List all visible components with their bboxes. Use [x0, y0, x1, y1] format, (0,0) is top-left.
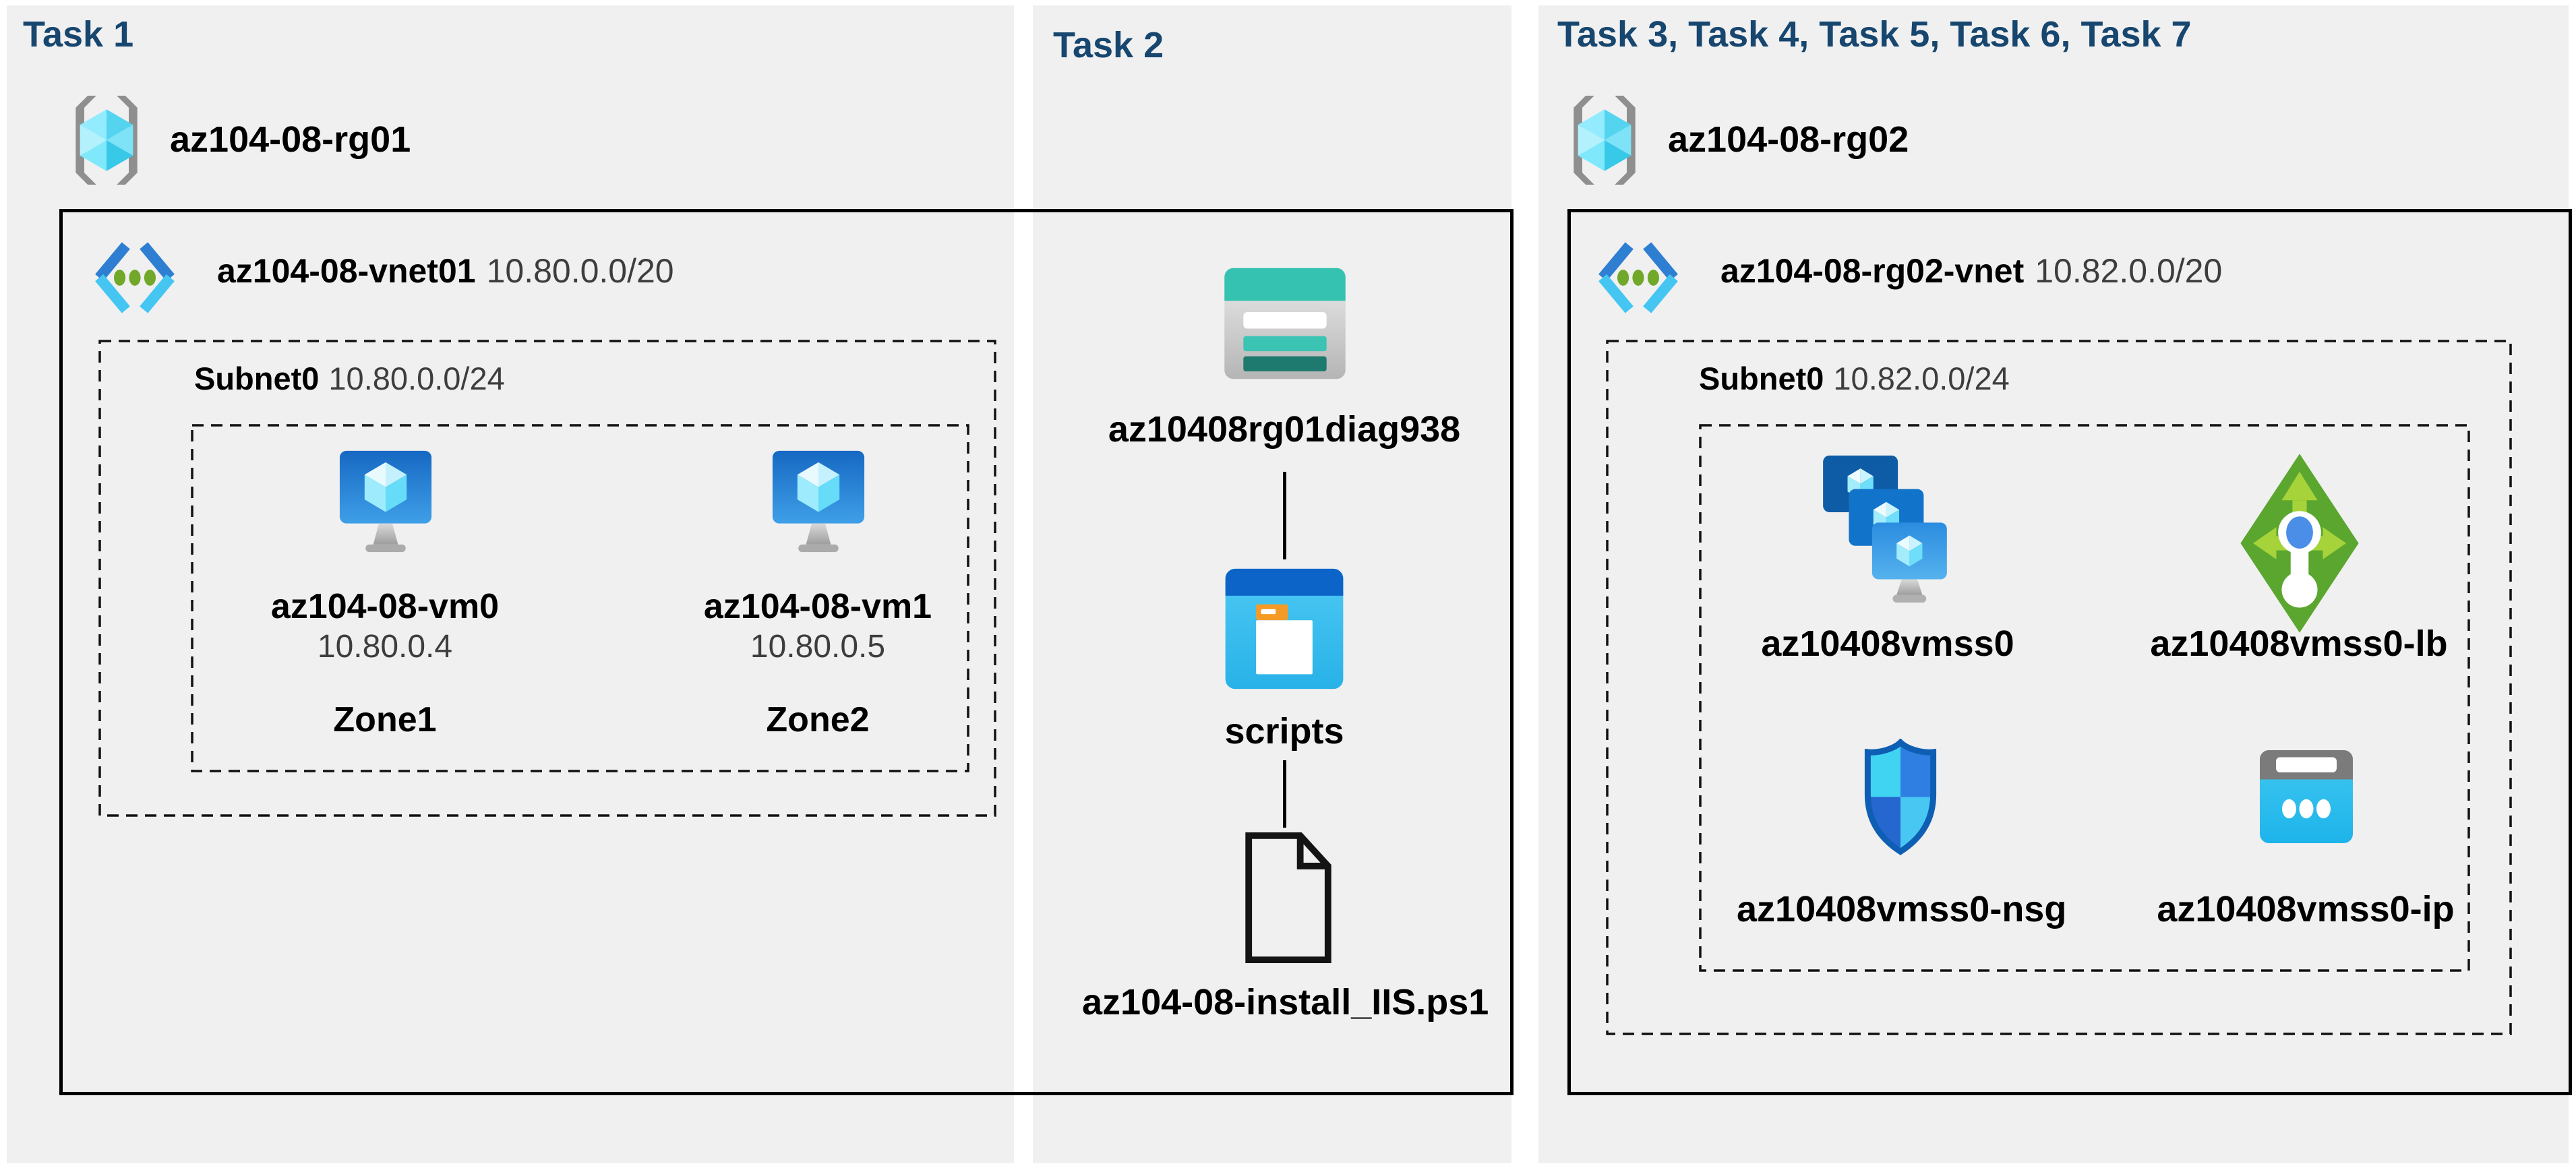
vmss-label: az10408vmss0 — [1761, 623, 2014, 664]
connector-scripts-to-file — [1283, 760, 1286, 828]
task1-title: Task 1 — [23, 14, 134, 55]
subnet0-rg02-label: Subnet0 10.82.0.0/24 — [1699, 361, 2010, 396]
install-iis-script-label: az104-08-install_IIS.ps1 — [1082, 982, 1489, 1022]
public-ip-label: az10408vmss0-ip — [2157, 889, 2455, 929]
public-ip-icon — [2256, 748, 2357, 845]
subnet0-rg01-cidr: 10.80.0.0/24 — [328, 361, 505, 396]
panel-task1 — [7, 5, 1014, 1163]
task2-title: Task 2 — [1053, 25, 1164, 65]
subnet0-rg01-name: Subnet0 — [194, 361, 320, 396]
vm1-zone: Zone2 — [766, 700, 870, 739]
rg02-vnet-boundary-box — [1567, 209, 2572, 1095]
virtual-network-icon — [1594, 240, 1683, 315]
rg02-vnet-cidr: 10.82.0.0/20 — [2035, 252, 2223, 290]
vm0-zone: Zone1 — [333, 700, 437, 739]
task3-7-title: Task 3, Task 4, Task 5, Task 6, Task 7 — [1557, 14, 2192, 55]
rg01-label: az104-08-rg01 — [170, 119, 411, 160]
rg02-label: az104-08-rg02 — [1668, 119, 1909, 160]
rg02-vnet-name: az104-08-rg02-vnet — [1720, 252, 2025, 290]
vm0-name: az104-08-vm0 — [270, 587, 500, 626]
vnet01-label: az104-08-vnet01 10.80.0.0/20 — [217, 253, 674, 289]
vnet01-boundary-box — [59, 209, 1514, 1095]
network-security-group-icon — [1858, 739, 1943, 855]
storage-account-icon — [1222, 266, 1348, 381]
resource-group-icon — [1561, 96, 1648, 185]
subnet0-rg02-cidr: 10.82.0.0/24 — [1833, 361, 2010, 396]
resource-group-icon — [63, 96, 150, 185]
virtual-machine-icon — [338, 449, 433, 554]
subnet0-rg02-name: Subnet0 — [1699, 361, 1824, 396]
zones-dashed-box — [191, 424, 969, 772]
vnet01-cidr: 10.80.0.0/20 — [486, 252, 674, 290]
nsg-label: az10408vmss0-nsg — [1737, 889, 2067, 929]
load-balancer-icon — [2237, 450, 2362, 636]
scripts-folder-label: scripts — [1224, 711, 1344, 751]
vm1-name: az104-08-vm1 — [703, 587, 932, 626]
connector-storage-to-scripts — [1283, 472, 1286, 559]
vm-scale-set-icon — [1820, 453, 1950, 603]
subnet0-dashed-box-rg02 — [1606, 340, 2512, 1035]
vnet01-name: az104-08-vnet01 — [217, 252, 476, 290]
rg02-vnet-label: az104-08-rg02-vnet 10.82.0.0/20 — [1720, 253, 2222, 289]
folder-window-icon — [1223, 566, 1346, 692]
vm0-ip: 10.80.0.4 — [317, 629, 453, 665]
vm1-ip: 10.80.0.5 — [750, 629, 886, 665]
subnet0-rg01-label: Subnet0 10.80.0.0/24 — [194, 361, 505, 396]
storage-account-label: az10408rg01diag938 — [1108, 409, 1461, 450]
subnet0-dashed-box-rg01 — [98, 340, 996, 817]
file-document-icon — [1245, 832, 1332, 964]
virtual-network-icon — [90, 240, 179, 315]
vmss-resources-dashed-box — [1699, 424, 2470, 972]
load-balancer-label: az10408vmss0-lb — [2150, 623, 2448, 664]
virtual-machine-icon — [771, 449, 866, 554]
